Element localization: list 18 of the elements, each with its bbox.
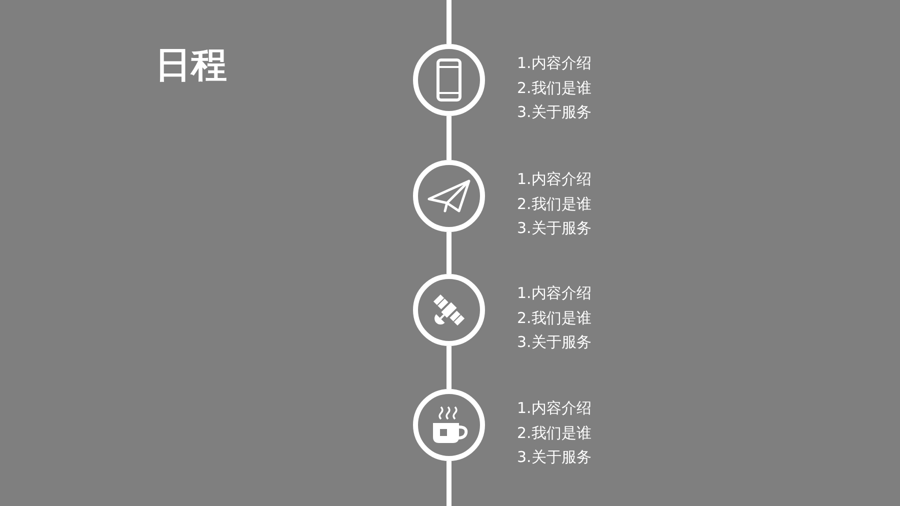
agenda-item: 2.我们是谁 xyxy=(517,308,592,328)
agenda-item: 2.我们是谁 xyxy=(517,422,592,444)
agenda-item: 1.内容介绍 xyxy=(517,283,592,304)
timeline-line xyxy=(446,116,452,160)
agenda-item: 2.我们是谁 xyxy=(517,194,592,214)
agenda-item: 3.关于服务 xyxy=(517,447,592,468)
agenda-item: 1.内容介绍 xyxy=(517,169,592,190)
timeline-line xyxy=(446,0,452,44)
timeline-line xyxy=(446,232,452,274)
timeline-line xyxy=(446,461,452,506)
timeline-line xyxy=(446,346,452,389)
slide-title: 日程 xyxy=(155,44,227,88)
agenda-item: 2.我们是谁 xyxy=(517,78,592,98)
agenda-item: 1.内容介绍 xyxy=(517,398,592,419)
agenda-item: 3.关于服务 xyxy=(517,102,592,123)
agenda-item: 3.关于服务 xyxy=(517,332,592,353)
agenda-item: 3.关于服务 xyxy=(517,218,592,239)
agenda-item: 1.内容介绍 xyxy=(517,53,592,74)
